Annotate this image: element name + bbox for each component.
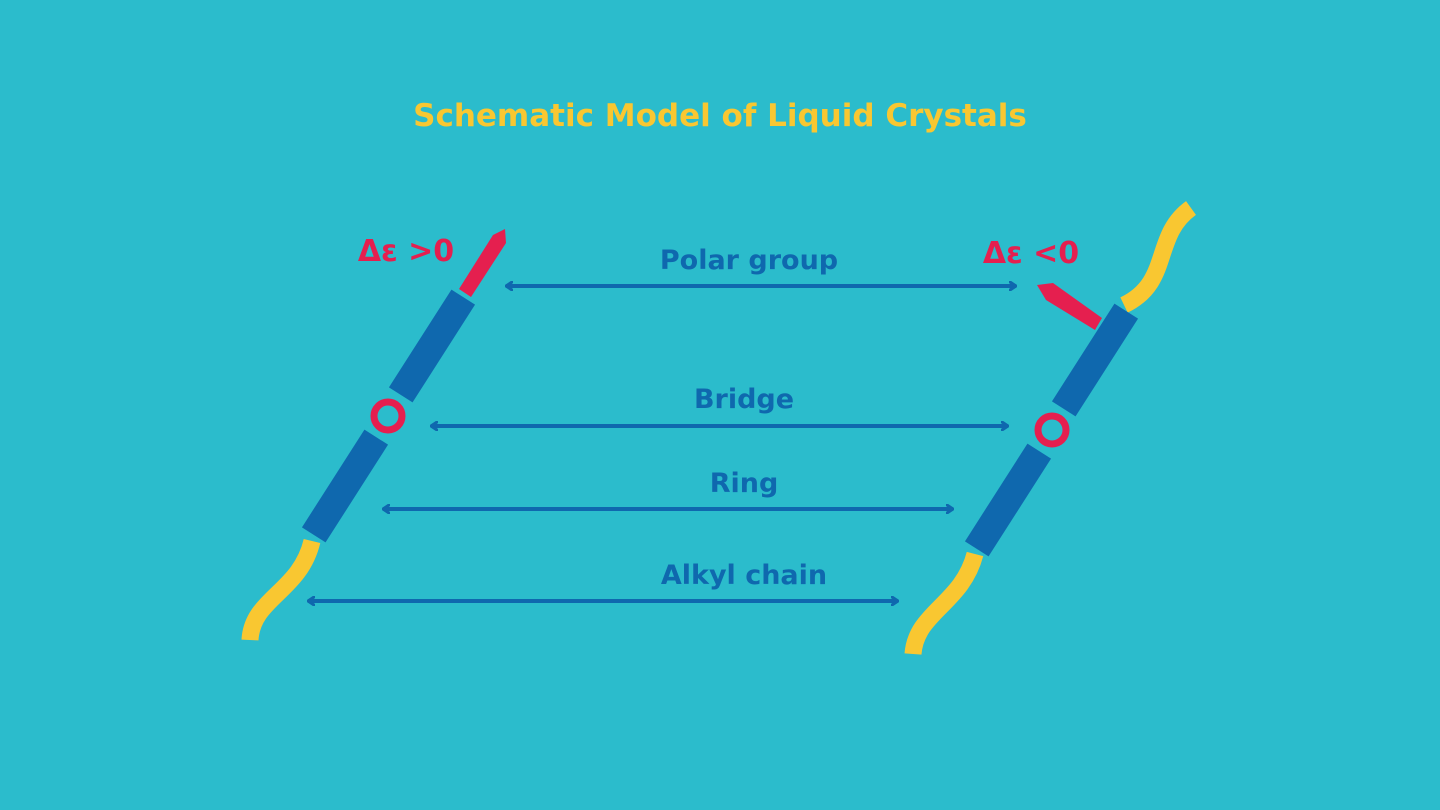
ring-right-lower: [964, 443, 1052, 557]
ring-label: Ring: [710, 468, 779, 499]
bridge-left: [370, 398, 406, 434]
alkyl-chain-right-lower: [904, 551, 984, 656]
polar-group-right: [1037, 283, 1102, 330]
alkyl-chain-right-upper: [1119, 201, 1197, 313]
ring-left-upper: [388, 289, 476, 403]
molecule-negative: [904, 201, 1197, 656]
ring-right-upper: [1051, 303, 1139, 417]
polar-group-label: Polar group: [660, 245, 838, 276]
alkyl-chain-left: [241, 538, 321, 642]
bridge-label: Bridge: [694, 384, 794, 415]
alkyl-chain-label: Alkyl chain: [661, 560, 827, 591]
positive-anisotropy-label: Δε >0: [358, 234, 454, 269]
page-title: Schematic Model of Liquid Crystals: [413, 98, 1027, 134]
molecule-positive: [241, 229, 506, 642]
negative-anisotropy-label: Δε <0: [983, 236, 1079, 271]
ring-left-lower: [301, 429, 389, 543]
bridge-right: [1034, 412, 1070, 448]
polar-group-left: [459, 229, 506, 297]
